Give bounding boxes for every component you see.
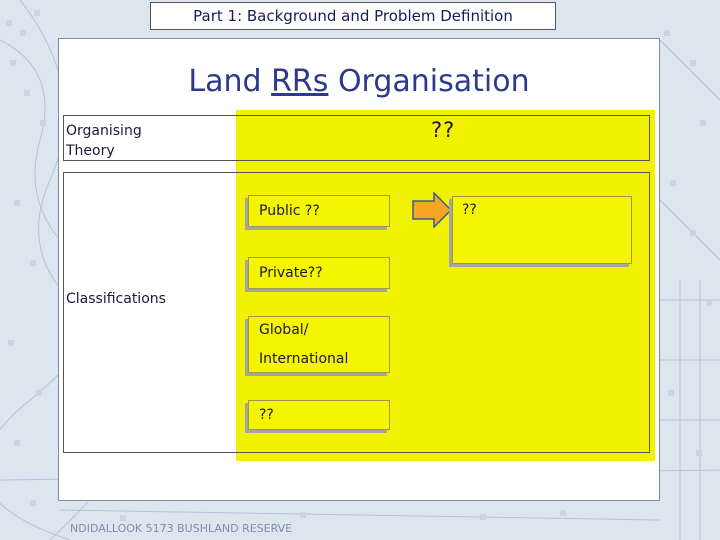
organising-theory-label: Organising Theory xyxy=(66,123,142,159)
target-box xyxy=(452,196,632,264)
classifications-label: Classifications xyxy=(66,291,166,307)
target-label: ?? xyxy=(462,202,477,218)
global-label: Global/ xyxy=(259,322,309,338)
organising-theory-row xyxy=(63,115,650,161)
other-label: ?? xyxy=(259,407,274,423)
section-header: Part 1: Background and Problem Definitio… xyxy=(150,2,556,30)
title-suffix: Organisation xyxy=(328,64,530,99)
other-box: ?? xyxy=(248,400,390,430)
public-box: Public ?? xyxy=(248,195,390,227)
title-prefix: Land xyxy=(188,64,272,99)
international-label: International xyxy=(259,351,349,367)
title-underlined: RRs xyxy=(271,64,329,99)
right-arrow-icon xyxy=(412,192,452,228)
public-label: Public ?? xyxy=(259,203,320,219)
global-international-box: Global/ International xyxy=(248,316,390,373)
map-label-reserve: NDIDALLOOK 5173 BUSHLAND RESERVE xyxy=(70,522,292,535)
organising-theory-value: ?? xyxy=(431,118,456,142)
classifications-row xyxy=(63,172,650,453)
private-label: Private?? xyxy=(259,265,323,281)
private-box: Private?? xyxy=(248,257,390,289)
slide-title: Land RRs Organisation xyxy=(58,64,660,99)
